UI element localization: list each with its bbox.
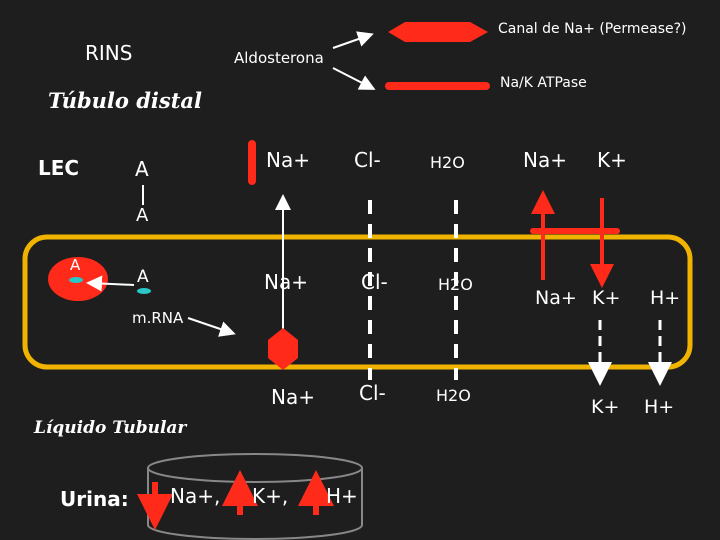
nucleus-a-marker	[69, 277, 83, 283]
na-right-top-label: Na+	[523, 148, 567, 172]
mrna-label: m.RNA	[132, 309, 184, 327]
liquido-label: Líquido Tubular	[34, 418, 187, 438]
h-right-bottom-label: H+	[644, 396, 675, 418]
na-bottom-label: Na+	[271, 385, 315, 409]
atpase-symbol	[385, 82, 490, 90]
receptor-to-nucleus-arrow	[86, 275, 135, 292]
urina-h-label: H+	[326, 484, 358, 508]
lec-label: LEC	[38, 156, 80, 180]
na-top-label: Na+	[266, 148, 310, 172]
k-right-mid-label: K+	[592, 287, 621, 309]
aldosterona-arrow-to-atpase	[332, 67, 376, 90]
atpase-label: Na/K ATPase	[500, 75, 587, 91]
urina-container-body	[147, 468, 363, 540]
a-cell-label: A	[137, 267, 149, 287]
k-right-top-label: K+	[597, 148, 627, 172]
urina-k-label: K+,	[252, 484, 289, 508]
canal-label: Canal de Na+ (Permease?)	[498, 21, 687, 37]
na-mid-label: Na+	[264, 270, 308, 294]
h2o-top-label: H2O	[430, 153, 465, 172]
urina-container-top	[147, 453, 363, 483]
receptor-a-marker	[137, 288, 151, 294]
mrna-arrow	[187, 317, 236, 337]
a-top-label: A	[135, 157, 149, 181]
h-right-mid-label: H+	[650, 287, 681, 309]
aldosterona-arrow-to-canal	[332, 31, 374, 49]
k-right-bottom-label: K+	[591, 396, 620, 418]
cl-top-label: Cl-	[354, 148, 381, 172]
rins-label: RINS	[85, 41, 133, 65]
aldosterona-label: Aldosterona	[234, 49, 324, 67]
tubular-cell	[22, 234, 693, 370]
a-nucleus-label: A	[70, 256, 81, 274]
right-atpase	[530, 228, 620, 234]
cl-mid-label: Cl-	[361, 270, 388, 294]
na-right-mid-label: Na+	[535, 287, 577, 309]
basolateral-atpase	[248, 140, 256, 185]
a-mid-label: A	[136, 205, 149, 226]
tubulo-title: Túbulo distal	[48, 88, 202, 113]
canal-symbol	[388, 22, 488, 42]
h2o-bottom-label: H2O	[436, 386, 471, 405]
urina-na-label: Na+,	[170, 484, 221, 508]
urina-label: Urina:	[60, 487, 129, 511]
cl-bottom-label: Cl-	[359, 381, 386, 405]
h2o-mid-label: H2O	[438, 275, 473, 294]
apical-na-channel	[268, 328, 298, 370]
